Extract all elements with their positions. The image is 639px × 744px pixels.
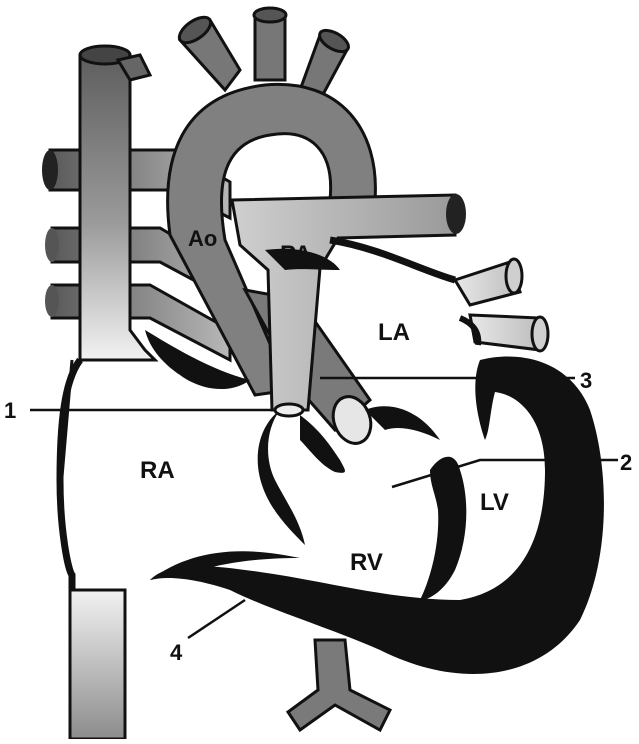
label-pa: PA <box>280 241 312 268</box>
inferior-vena-cava <box>70 590 125 739</box>
label-ra: RA <box>140 457 175 484</box>
descending-aorta-bottom <box>288 640 390 730</box>
label-la: LA <box>378 319 410 346</box>
left-pulmonary-veins <box>455 259 548 351</box>
label-ao: Ao <box>188 226 217 251</box>
callout-line-4 <box>188 600 245 638</box>
label-lv: LV <box>480 489 509 516</box>
callout-2: 2 <box>620 450 632 475</box>
callout-4: 4 <box>170 640 183 665</box>
callout-3: 3 <box>580 368 592 393</box>
callout-1: 1 <box>4 398 16 423</box>
label-rv: RV <box>350 549 383 576</box>
pulmonary-valve <box>275 404 303 416</box>
